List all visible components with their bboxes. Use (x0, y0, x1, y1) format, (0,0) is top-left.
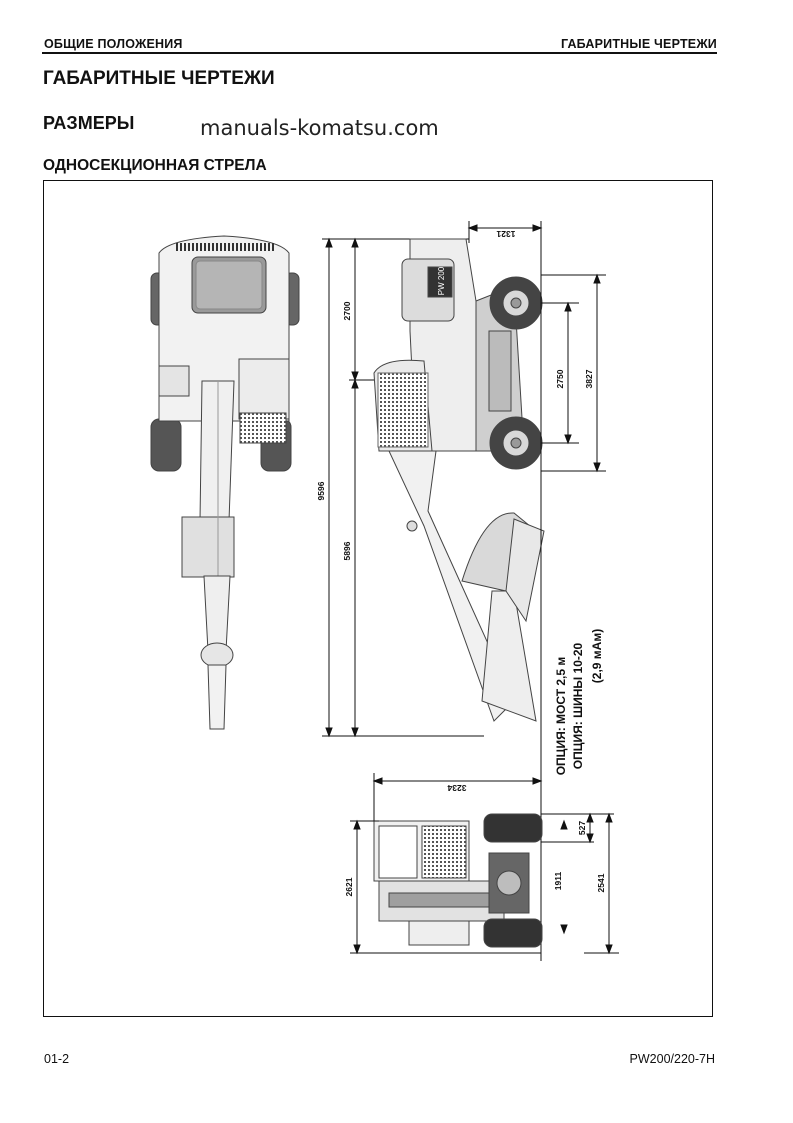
machine-model-label: PW 200 (437, 266, 446, 295)
drawing-frame: 9596 2700 5896 PW 200 (43, 180, 713, 1017)
dim-width: 3234 (447, 783, 466, 793)
dim-cab-height: 2700 (342, 301, 352, 320)
page-number: 01-2 (44, 1052, 70, 1066)
header-chapter-name: ГАБАРИТНЫЕ ЧЕРТЕЖИ (560, 37, 717, 51)
header-section-name: ОБЩИЕ ПОЛОЖЕНИЯ (44, 37, 183, 51)
dim-overall-wheel: 3827 (584, 369, 594, 388)
dim-overall-width: 2541 (596, 873, 606, 892)
dim-overall-length: 9596 (316, 481, 326, 500)
option-note-axle: ОПЦИЯ: МОСТ 2,5 м (554, 657, 568, 776)
front-view-machine (373, 813, 543, 948)
dim-height: 2621 (344, 877, 354, 896)
top-view-machine (150, 235, 300, 730)
dim-top-overhang: 1321 (496, 229, 515, 239)
dimension-lines-front (350, 773, 619, 955)
option-note-tires: ОПЦИЯ: ШИНЫ 10-20 (571, 642, 585, 769)
model-number: PW200/220-7H (629, 1052, 715, 1066)
side-view-machine: PW 200 (373, 238, 545, 722)
watermark-text: manuals-komatsu.com (200, 116, 439, 140)
dim-wheelbase: 2750 (555, 369, 565, 388)
dim-track-a: 527 (577, 821, 587, 835)
dim-boom-length: 5896 (342, 541, 352, 560)
section-heading: ОДНОСЕКЦИОННАЯ СТРЕЛА (43, 157, 267, 174)
page-title: ГАБАРИТНЫЕ ЧЕРТЕЖИ (43, 68, 275, 89)
option-note-size: (2,9 мАм) (590, 629, 604, 683)
dimension-drawing: 9596 2700 5896 PW 200 (150, 221, 619, 961)
header-rule (42, 52, 717, 54)
dimension-lines-top (322, 237, 484, 738)
dim-tread: 1911 (553, 872, 563, 891)
page-subtitle: РАЗМЕРЫ (43, 113, 135, 133)
